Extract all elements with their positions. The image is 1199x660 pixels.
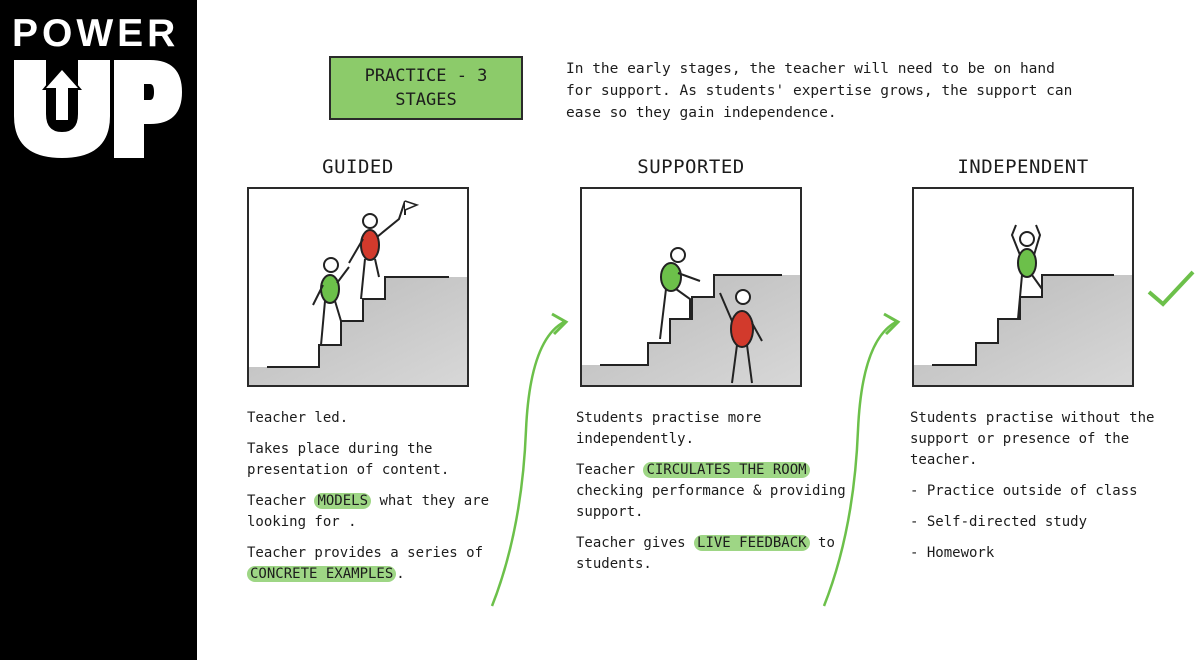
stage-heading-independent: INDEPENDENT: [957, 156, 1089, 178]
stage-paragraph: Teacher gives LIVE FEEDBACK to students.: [576, 533, 846, 575]
stage-illustration-independent: [912, 187, 1134, 387]
stage-paragraph: - Practice outside of class: [910, 481, 1180, 502]
checkmark-icon: [1147, 270, 1195, 307]
arrow-icon: [490, 312, 569, 607]
intro-text: In the early stages, the teacher will ne…: [566, 61, 1073, 121]
stage-heading-guided: GUIDED: [322, 156, 394, 178]
flag-icon: [404, 200, 420, 215]
stage-paragraph: - Homework: [910, 543, 1180, 564]
stage-paragraph: Teacher MODELS what they are looking for…: [247, 491, 512, 533]
stage-illustration-supported: [580, 187, 802, 387]
stage-paragraph: Teacher led.: [247, 408, 512, 429]
body-text: Takes place during the presentation of c…: [247, 441, 450, 478]
body-text: .: [396, 566, 405, 582]
body-text: to students.: [576, 535, 835, 572]
sidebar: POWER: [0, 0, 197, 660]
body-text: what they are looking for .: [247, 493, 490, 530]
arrow-icon: [822, 312, 901, 607]
stage-text-supported: Students practise more independently. Tea…: [576, 408, 846, 585]
body-text: Teacher gives: [576, 535, 695, 551]
highlight-text: CIRCULATES THE ROOM: [643, 462, 810, 478]
body-text: Students practise without the support or…: [910, 410, 1155, 468]
body-text: Students practise more independently.: [576, 410, 762, 447]
stage-text-guided: Teacher led. Takes place during the prese…: [247, 408, 512, 595]
highlight-text: CONCRETE EXAMPLES: [247, 566, 397, 582]
body-text: Teacher: [247, 493, 315, 509]
stage-paragraph: Students practise without the support or…: [910, 408, 1180, 471]
stage-paragraph: Takes place during the presentation of c…: [247, 439, 512, 481]
stage-heading-supported: SUPPORTED: [637, 156, 745, 178]
stage-illustration-guided: [247, 187, 469, 387]
stage-paragraph: Students practise more independently.: [576, 408, 846, 450]
logo-up-icon: [14, 60, 182, 158]
stage-paragraph: Teacher provides a series of CONCRETE EX…: [247, 543, 512, 585]
body-text: checking performance & providing support…: [576, 483, 846, 520]
body-text: Teacher: [576, 462, 644, 478]
body-text: - Homework: [910, 545, 995, 561]
stage-paragraph: - Self-directed study: [910, 512, 1180, 533]
body-text: Teacher provides a series of: [247, 545, 484, 561]
highlight-text: MODELS: [314, 493, 372, 509]
body-text: - Practice outside of class: [910, 483, 1138, 499]
highlight-text: LIVE FEEDBACK: [694, 535, 810, 551]
body-text: Teacher led.: [247, 410, 349, 426]
stage-paragraph: Teacher CIRCULATES THE ROOM checking per…: [576, 460, 846, 523]
body-text: - Self-directed study: [910, 514, 1088, 530]
logo-text-power: POWER: [12, 12, 180, 55]
title-box: PRACTICE - 3 STAGES: [329, 56, 523, 120]
stage-text-independent: Students practise without the support or…: [910, 408, 1180, 574]
page-title: PRACTICE - 3 STAGES: [364, 66, 488, 110]
